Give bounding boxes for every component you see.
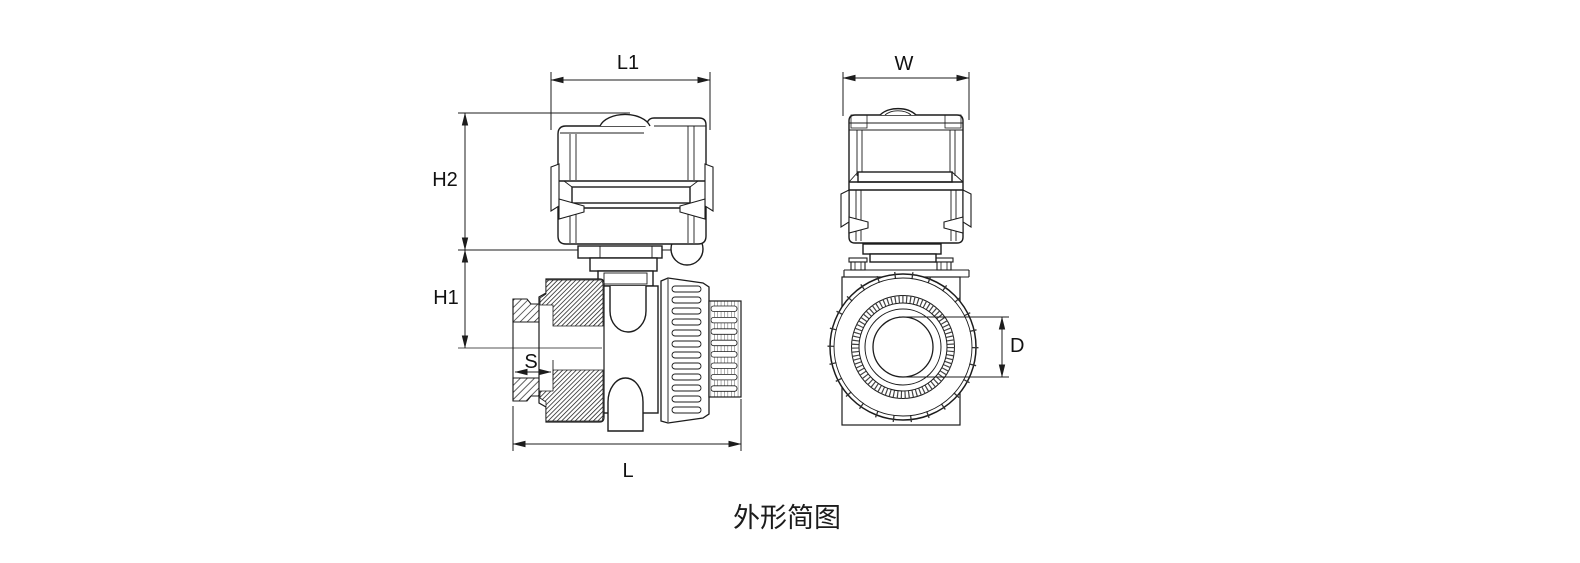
side-view <box>827 107 979 426</box>
ribbed-nut <box>660 277 710 424</box>
dim-label-h1: H1 <box>433 287 459 309</box>
dim-label-d: D <box>1010 335 1024 357</box>
dim-label-s: S <box>524 351 537 373</box>
knurl-ring-ticks <box>851 295 955 399</box>
actuator-front <box>550 113 714 287</box>
figure-caption: 外形简图 <box>733 503 841 533</box>
dim-l: L <box>512 399 742 482</box>
mounting-plate <box>843 257 970 278</box>
outer-ring-ticks <box>827 271 979 423</box>
valve-end-circle <box>827 271 979 423</box>
dim-label-l1: L1 <box>617 52 639 74</box>
dim-d: D <box>899 316 1024 378</box>
union-nut-section <box>538 278 605 423</box>
actuator-side <box>840 107 972 263</box>
ribbed-nut-slots <box>671 285 702 414</box>
dim-w: W <box>842 53 970 120</box>
dim-s: S <box>514 351 554 381</box>
ball-bottom <box>607 377 644 432</box>
dimensions: L1 W H2 H1 S L <box>432 52 1024 482</box>
actuator-neck <box>577 245 663 287</box>
dim-l1: L1 <box>550 52 711 130</box>
mounting-bolt-left <box>848 257 868 271</box>
actuator-mid-band <box>558 180 706 209</box>
threaded-tail-slots <box>710 305 738 392</box>
dim-label-w: W <box>895 53 914 75</box>
actuator-dome <box>599 113 651 127</box>
actuator-side-band <box>848 171 964 191</box>
front-view <box>458 112 742 432</box>
dim-label-h2: H2 <box>432 169 458 191</box>
dim-label-l: L <box>622 460 633 482</box>
mounting-bolt-right <box>934 257 954 271</box>
actuator-side-neck <box>862 243 942 263</box>
valve-body-front <box>458 277 742 432</box>
knurl-ring-inner <box>858 302 948 392</box>
actuator-side-dome <box>879 107 917 116</box>
threaded-tail <box>708 300 742 398</box>
actuator-side-clips <box>840 189 972 234</box>
bore-outer <box>864 308 942 386</box>
dim-h2: H2 <box>432 112 469 251</box>
actuator-clips <box>550 163 714 220</box>
stem-socket <box>609 286 647 333</box>
dim-h1: H1 <box>433 249 469 349</box>
